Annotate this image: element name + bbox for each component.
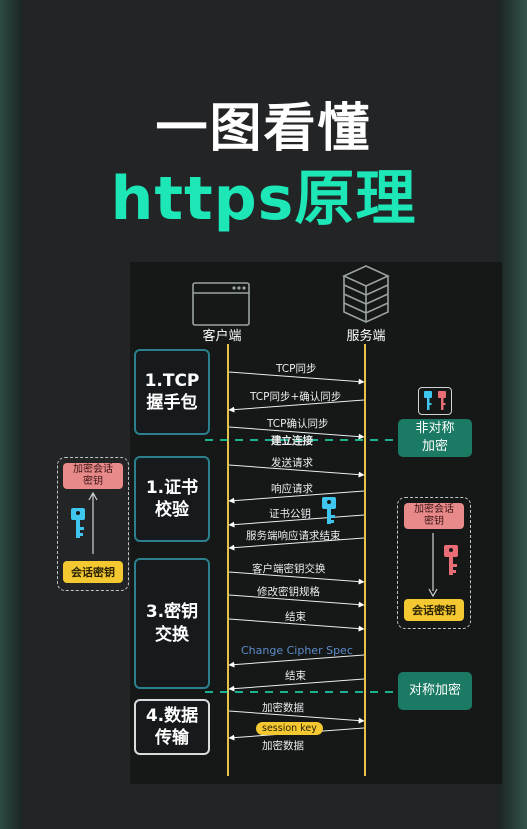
msg-tcp-syn-ack: TCP同步+确认同步 — [250, 391, 342, 403]
key-icon — [438, 391, 446, 410]
msg-response: 响应请求 — [271, 483, 313, 495]
message-arrow — [228, 678, 365, 692]
client-session-key-tag: 会话密钥 — [63, 561, 123, 583]
key-icon — [322, 497, 336, 524]
stage-tcp-handshake: 1.TCP 握手包 — [134, 349, 210, 435]
message-arrow — [228, 464, 365, 478]
asymmetric-encryption-box: 非对称 加密 — [398, 419, 472, 457]
msg-finished-1: 结束 — [285, 611, 306, 623]
client-key-group — [57, 457, 129, 591]
stage-data-transfer: 4.数据 传输 — [134, 699, 210, 755]
message-arrow — [228, 426, 365, 440]
msg-tcp-syn: TCP同步 — [276, 363, 317, 375]
msg-server-hello-done: 服务端响应请求结束 — [246, 530, 341, 542]
key-icon — [424, 391, 432, 410]
title-line-1: 一图看懂 — [155, 99, 372, 159]
key-pair-frame — [418, 387, 452, 415]
message-arrow — [228, 571, 365, 585]
message-arrow — [228, 710, 365, 724]
msg-encrypted-data-2: 加密数据 — [262, 740, 304, 752]
message-arrow — [228, 618, 365, 632]
message-arrow — [228, 514, 365, 528]
msg-change-key-spec: 修改密钥规格 — [257, 586, 320, 598]
message-arrow — [228, 399, 365, 413]
message-arrow — [228, 537, 365, 551]
session-key-tag: session key — [256, 722, 323, 735]
message-arrow — [228, 594, 365, 608]
message-arrow — [228, 371, 365, 385]
client-label: 客户端 — [202, 329, 242, 344]
msg-connection-established: 建立连接 — [271, 435, 313, 447]
symmetric-encryption-box: 对称加密 — [398, 672, 472, 710]
browser-window-icon — [192, 282, 250, 326]
client-encrypt-session-key-tag: 加密会话 密钥 — [63, 463, 123, 489]
server-label: 服务端 — [346, 329, 386, 344]
left-edge-glow — [0, 0, 22, 829]
stage-key-exchange: 3.密钥 交换 — [134, 558, 210, 689]
msg-cert-public-key: 证书公钥 — [269, 508, 311, 520]
message-arrow — [228, 490, 365, 504]
key-icon — [71, 508, 85, 538]
message-arrow — [228, 654, 365, 668]
server-stack-icon — [342, 265, 390, 323]
down-arrow-icon — [428, 533, 438, 598]
msg-tcp-ack: TCP确认同步 — [267, 418, 329, 430]
msg-client-key-exchange: 客户端密钥交换 — [252, 563, 326, 575]
right-edge-glow — [499, 0, 527, 829]
server-session-key-tag: 会话密钥 — [404, 599, 464, 621]
msg-finished-2: 结束 — [285, 670, 306, 682]
stage-certificate-check: 1.证书 校验 — [134, 456, 210, 542]
title-line-2: https原理 — [110, 164, 417, 234]
server-encrypt-session-key-tag: 加密会话 密钥 — [404, 503, 464, 529]
server-key-group — [397, 497, 471, 629]
msg-change-cipher-spec: Change Cipher Spec — [241, 644, 353, 657]
msg-encrypted-data-1: 加密数据 — [262, 702, 304, 714]
key-icon — [444, 545, 458, 575]
up-arrow-icon — [88, 491, 98, 554]
msg-send-request: 发送请求 — [271, 457, 313, 469]
